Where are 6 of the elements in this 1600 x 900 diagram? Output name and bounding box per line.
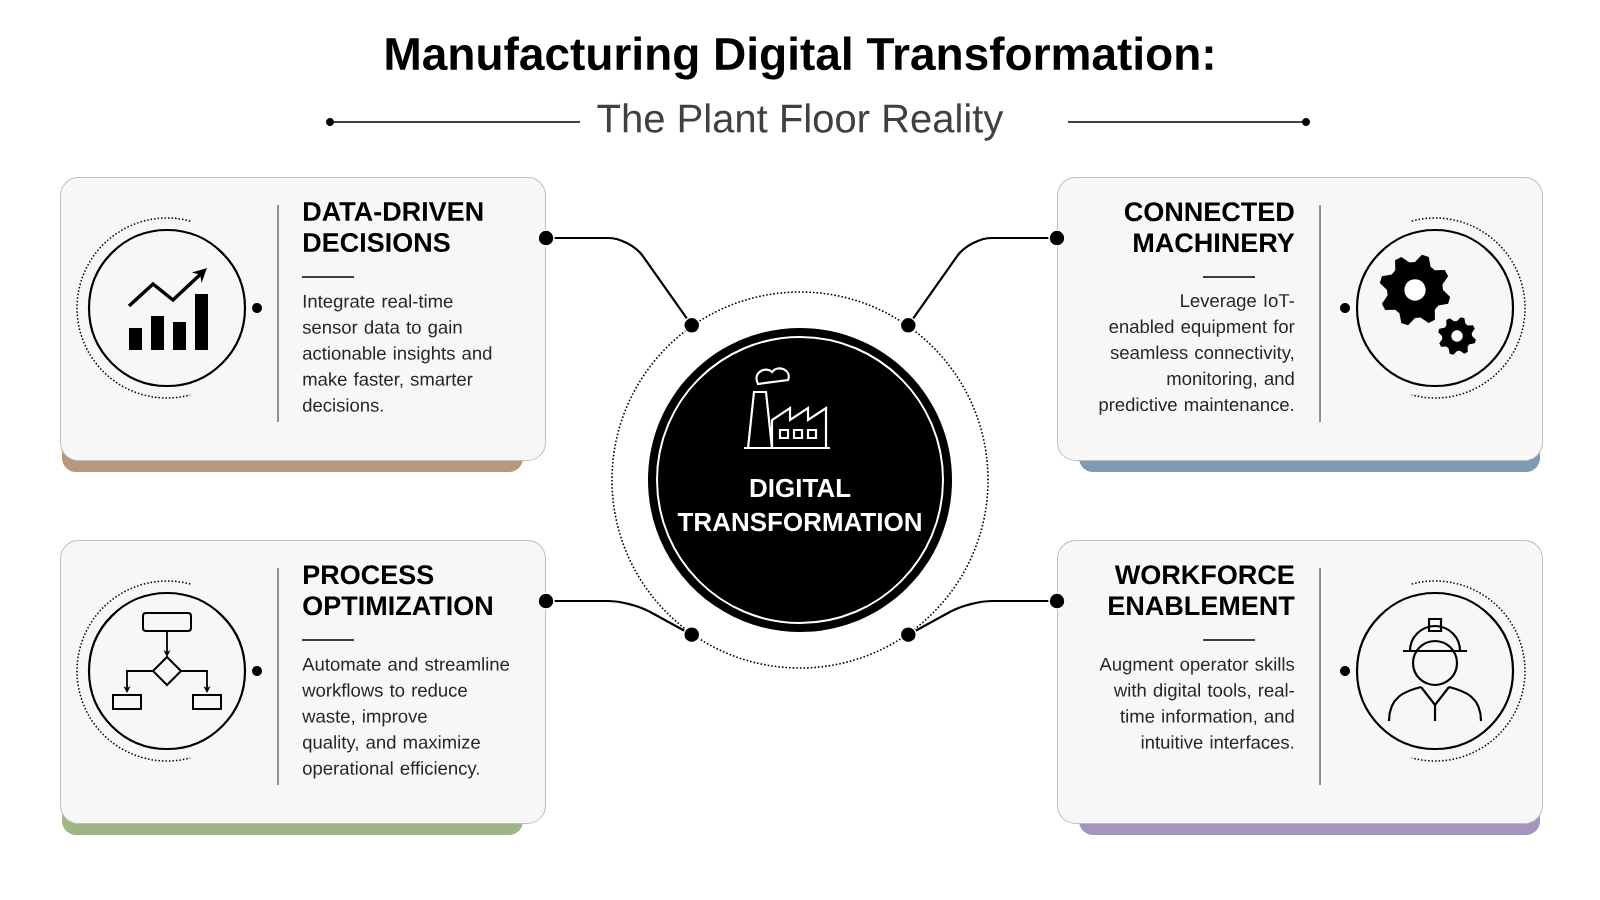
connector bbox=[537, 229, 701, 335]
subtitle: The Plant Floor Reality bbox=[597, 103, 1004, 141]
connector bbox=[899, 592, 1066, 644]
connector bbox=[537, 592, 701, 644]
connector bbox=[899, 229, 1066, 335]
title: Manufacturing Digital Transformation: bbox=[386, 36, 1213, 80]
